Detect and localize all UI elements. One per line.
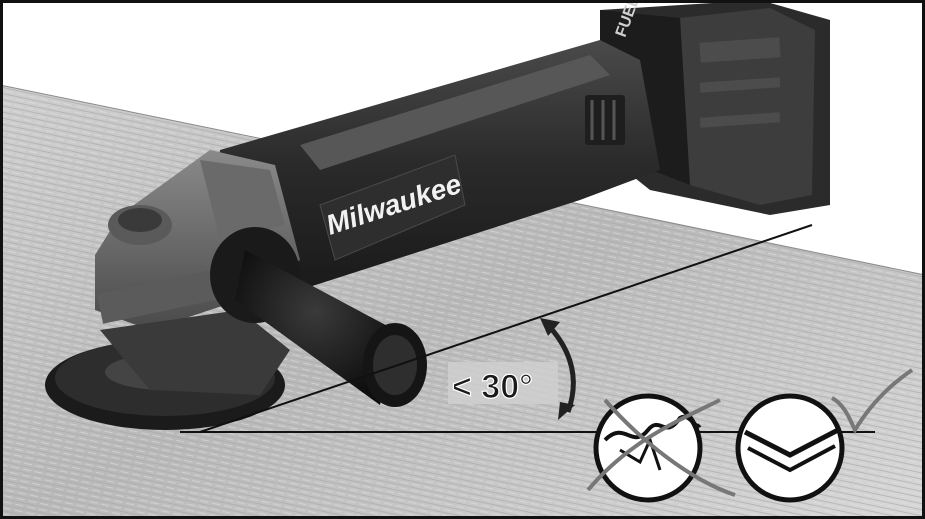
grinding-disc: [45, 310, 290, 430]
angle-arc: [540, 318, 576, 420]
angle-label-box: < 30°: [448, 362, 558, 407]
incorrect-example: [593, 393, 703, 503]
correct-example: [735, 393, 845, 503]
angle-label: < 30°: [452, 368, 533, 406]
grinder-body: Milwaukee: [210, 40, 660, 290]
x-mark-icon: [586, 398, 736, 497]
check-mark-icon: [830, 368, 914, 435]
